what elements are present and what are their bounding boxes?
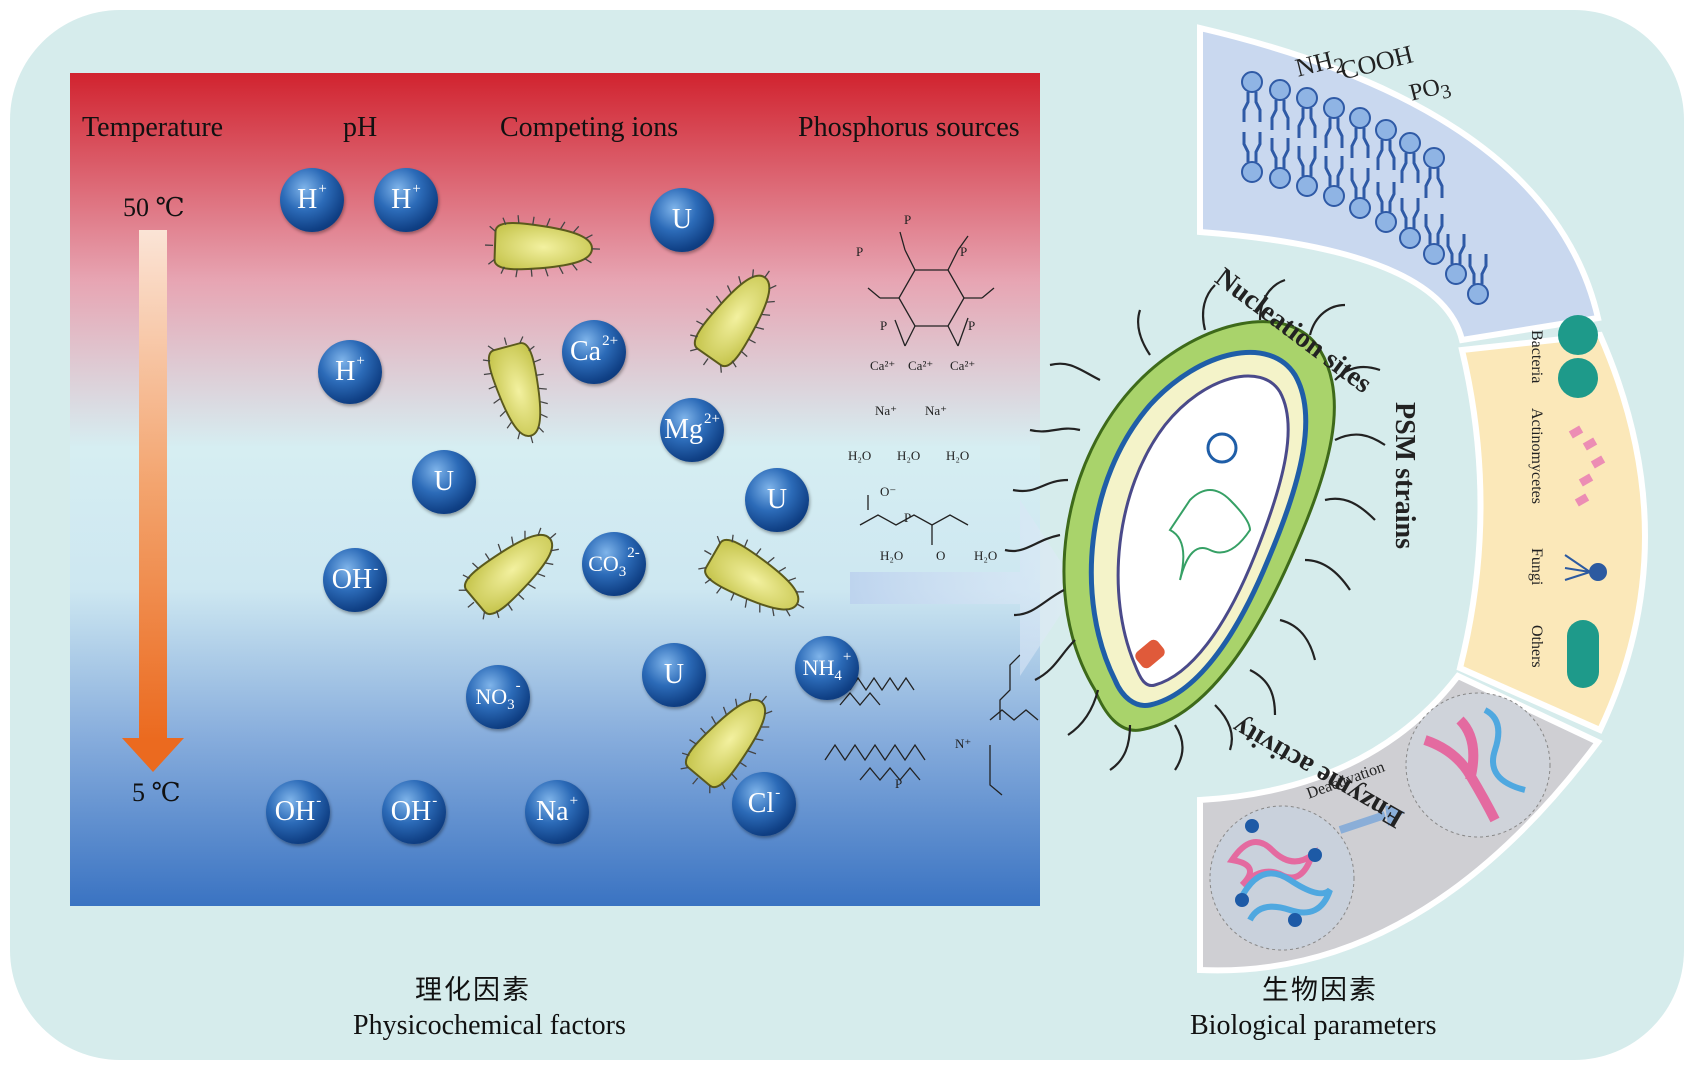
central-bacterium-flagella	[1004, 278, 1386, 771]
phosphorus-structure-2	[859, 495, 969, 545]
ion-uranium: U	[745, 468, 809, 532]
caption-left-en: Physicochemical factors	[353, 1010, 626, 1041]
physicochemical-panel	[70, 73, 1040, 906]
transition-arrow	[850, 500, 1078, 676]
chem-label-water: H₂O	[946, 448, 970, 463]
arc-psm-strains	[1456, 331, 1648, 734]
enzyme-active	[1209, 805, 1355, 951]
ion-sodium: Na+	[525, 780, 589, 844]
chem-label-na: Na⁺	[875, 403, 898, 418]
deactivation-arrow	[1338, 811, 1387, 834]
header-competing-ions: Competing ions	[500, 112, 679, 143]
chem-label-phosphorus: P	[904, 510, 912, 525]
chem-label-water: H₂O	[974, 548, 998, 563]
ion-h-plus: H+	[280, 168, 344, 232]
chem-label-phosphorus: P	[960, 244, 968, 259]
chem-label-water: H₂O	[848, 448, 872, 463]
chem-label-oxygen: O	[936, 548, 946, 563]
others-icon	[1567, 620, 1599, 688]
header-phosphorus-sources: Phosphorus sources	[798, 112, 1020, 143]
chem-label-ca: Ca²⁺	[950, 358, 976, 373]
caption-left-cn: 理化因素	[415, 975, 531, 1005]
label-psm-strains: PSM strains	[1389, 402, 1420, 549]
chem-label-ca: Ca²⁺	[908, 358, 934, 373]
ion-h-plus: H+	[318, 340, 382, 404]
phosphorus-structure-1	[867, 231, 995, 347]
chem-label-phosphorus: P	[968, 318, 976, 333]
header-temperature: Temperature	[82, 112, 224, 143]
fungi-icon	[1564, 554, 1607, 581]
caption-right-cn: 生物因素	[1262, 975, 1378, 1005]
ion-hydroxide: OH-	[323, 548, 387, 612]
chem-label-nitrogen: N⁺	[955, 736, 972, 751]
ion-h-plus: H+	[374, 168, 438, 232]
central-bacterium	[1062, 320, 1336, 732]
ion-chloride: Cl-	[732, 772, 796, 836]
chem-label-na: Na⁺	[925, 403, 948, 418]
bacteria-icon	[1558, 315, 1598, 398]
temperature-low-label: 5 ℃	[132, 778, 181, 807]
label-bacteria: Bacteria	[1528, 330, 1545, 384]
chem-label-phosphorus: P	[856, 244, 864, 259]
ion-hydroxide: OH-	[382, 780, 446, 844]
ion-uranium: U	[642, 643, 706, 707]
ion-uranium: U	[412, 450, 476, 514]
label-fungi: Fungi	[1528, 548, 1545, 586]
chem-label-water: H₂O	[897, 448, 921, 463]
temperature-arrow	[122, 230, 184, 772]
temperature-high-label: 50 ℃	[123, 193, 185, 222]
actinomycetes-icon	[1568, 425, 1606, 507]
phosphorus-structure-3	[824, 654, 1039, 796]
ion-hydroxide: OH-	[266, 780, 330, 844]
label-others: Others	[1528, 625, 1545, 668]
caption-right-en: Biological parameters	[1190, 1010, 1437, 1041]
chem-label-ca: Ca²⁺	[870, 358, 896, 373]
chem-label-phosphorus: P	[904, 212, 912, 227]
chem-label-phosphorus: P	[880, 318, 888, 333]
ion-uranium: U	[650, 188, 714, 252]
chem-label-o-minus: O⁻	[880, 484, 897, 499]
chem-label-phosphorus: P	[895, 776, 903, 791]
header-ph: pH	[343, 112, 378, 143]
enzyme-deactivated	[1405, 692, 1551, 838]
chem-label-water: H₂O	[880, 548, 904, 563]
label-actinomycetes: Actinomycetes	[1528, 408, 1545, 504]
